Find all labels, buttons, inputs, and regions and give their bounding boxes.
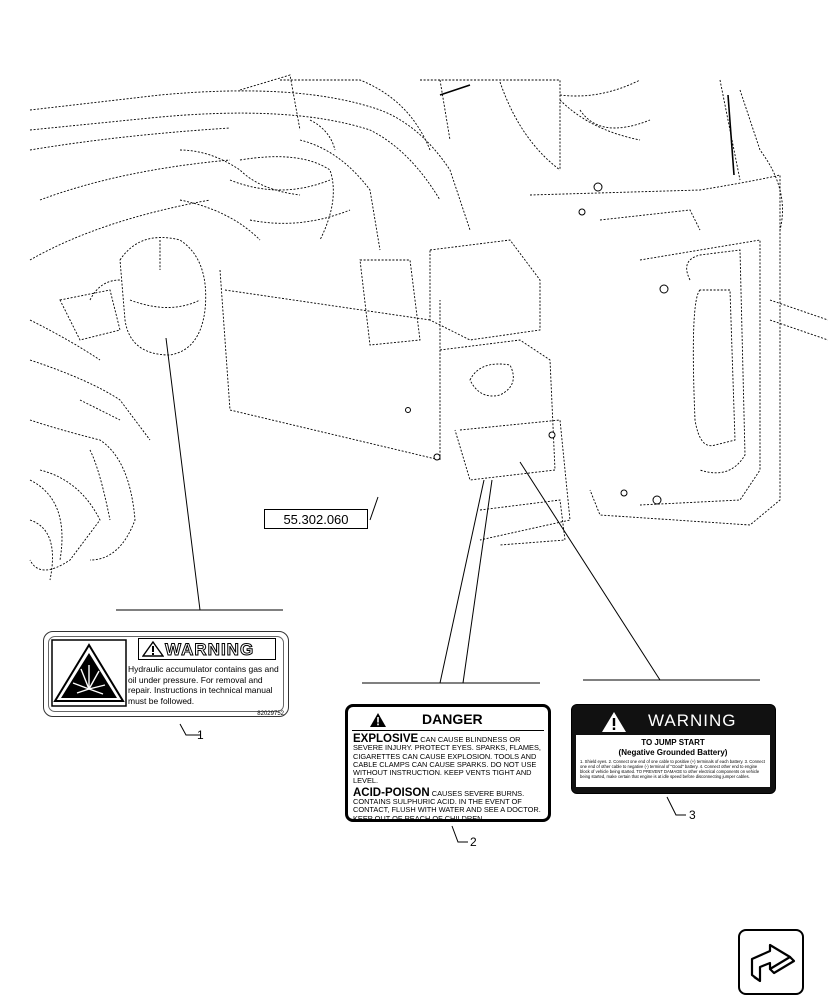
decal-1-heading: WARNING	[164, 640, 255, 660]
decal-3-header: WARNING	[572, 709, 775, 735]
next-page-arrow-icon[interactable]	[738, 929, 804, 995]
decal-3-heading: WARNING	[648, 711, 737, 730]
warning-triangle-icon	[142, 641, 164, 657]
decal-3-panel: TO JUMP START (Negative Grounded Battery…	[576, 735, 770, 787]
acid-poison-text: CAUSES SEVERE BURNS. CONTAINS SULPHURIC …	[353, 788, 541, 823]
decal-1-accumulator-warning: WARNING Hydraulic accumulator contains g…	[43, 631, 289, 717]
decal-1-header: WARNING	[138, 638, 276, 660]
decal-3-subtitle-2: (Negative Grounded Battery)	[618, 748, 728, 757]
decal-2-heading: DANGER	[422, 711, 483, 727]
decal-3-jump-start-warning: WARNING TO JUMP START (Negative Grounded…	[571, 704, 776, 794]
callout-2: 2	[470, 835, 477, 849]
warning-triangle-icon	[370, 713, 386, 727]
decal-1-text: Hydraulic accumulator contains gas and o…	[128, 664, 279, 706]
callout-1: 1	[197, 728, 204, 742]
explosive-title: EXPLOSIVE	[353, 733, 419, 745]
explosive-text: CAN CAUSE BLINDNESS OR SEVERE INJURY. PR…	[353, 735, 541, 786]
acid-poison-title: ACID-POISON	[353, 786, 430, 799]
warning-triangle-icon	[602, 712, 626, 732]
decal-3-subtitle: TO JUMP START	[641, 738, 705, 747]
explosion-icon	[51, 639, 127, 707]
decal-2-body: EXPLOSIVE CAN CAUSE BLINDNESS OR SEVERE …	[353, 733, 549, 826]
arrow-icon	[750, 943, 796, 983]
decal-2-battery-danger: DANGER EXPLOSIVE CAN CAUSE BLINDNESS OR …	[345, 704, 551, 822]
decal-3-text: 1. Shield eyes. 2. Connect one end of on…	[580, 759, 765, 779]
decal-1-part-code: 82029752	[257, 711, 284, 717]
callout-3: 3	[689, 808, 696, 822]
decal-2-header: DANGER	[352, 710, 544, 731]
reference-code-box[interactable]: 55.302.060	[264, 509, 368, 529]
decal-1-inner-border	[48, 636, 284, 712]
